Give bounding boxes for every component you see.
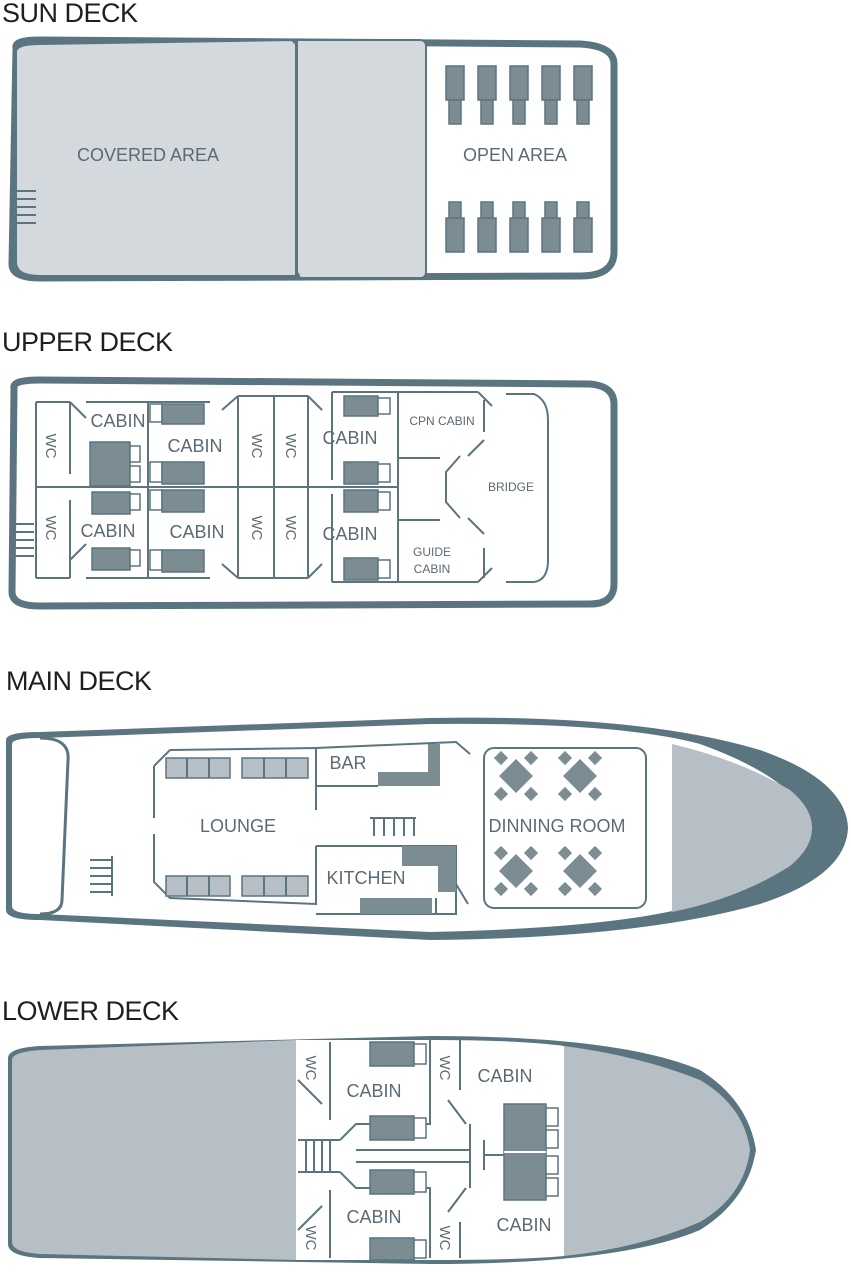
upper-cabin-label-2: CABIN xyxy=(167,436,222,456)
upper-deck: CABIN CABIN CABIN CABIN CABIN CABIN WC W… xyxy=(8,376,618,610)
lounge-label: LOUNGE xyxy=(200,816,276,836)
main-deck-stairs xyxy=(90,856,113,896)
bridge-label: BRIDGE xyxy=(488,480,534,494)
lower-cabin-label-3: CABIN xyxy=(346,1207,401,1227)
upper-wc-label-6: WC xyxy=(282,516,299,541)
main-deck-title: MAIN DECK xyxy=(6,666,152,696)
sun-deck-title: SUN DECK xyxy=(2,0,138,28)
main-center-stairs xyxy=(370,817,416,836)
upper-cabin-label-6: CABIN xyxy=(322,524,377,544)
upper-wc-label-1: WC xyxy=(42,434,59,459)
dining-tables xyxy=(496,756,600,891)
lower-deck: CABIN CABIN CABIN CABIN WC WC WC WC xyxy=(8,1036,756,1264)
upper-wc-label-5: WC xyxy=(248,516,265,541)
upper-cabin-label-5: CABIN xyxy=(169,522,224,542)
upper-cabin-label-4: CABIN xyxy=(80,521,135,541)
lower-cabin-label-4: CABIN xyxy=(496,1215,551,1235)
upper-wc-label-3: WC xyxy=(248,434,265,459)
upper-deck-title: UPPER DECK xyxy=(2,327,173,357)
covered-area-label: COVERED AREA xyxy=(77,145,219,165)
upper-cabin-label-1: CABIN xyxy=(90,411,145,431)
guide-cabin-label: CABIN xyxy=(414,562,451,576)
main-deck: BAR LOUNGE KITCHEN DINNING ROOM xyxy=(6,717,848,940)
sun-deck: COVERED AREA OPEN AREA xyxy=(8,36,618,282)
upper-deck-stairs xyxy=(14,523,34,557)
sun-loungers xyxy=(445,65,593,253)
dinning-room-label: DINNING ROOM xyxy=(489,816,626,836)
open-area-label: OPEN AREA xyxy=(463,145,567,165)
upper-cabin-label-3: CABIN xyxy=(322,428,377,448)
lower-wc-label-4: WC xyxy=(436,1226,453,1251)
lower-wc-label-2: WC xyxy=(436,1056,453,1081)
lower-cabin-label-2: CABIN xyxy=(477,1066,532,1086)
dining-chairs xyxy=(493,750,603,897)
upper-wc-label-4: WC xyxy=(282,434,299,459)
cpn-cabin-label: CPN CABIN xyxy=(409,414,474,428)
lower-deck-title: LOWER DECK xyxy=(2,996,179,1026)
lower-wc-label-1: WC xyxy=(302,1056,319,1081)
upper-wc-label-2: WC xyxy=(42,516,59,541)
lower-deck-stairs xyxy=(298,1139,340,1173)
lower-cabin-label-1: CABIN xyxy=(346,1081,401,1101)
kitchen-label: KITCHEN xyxy=(326,868,405,888)
guide-label: GUIDE xyxy=(413,545,451,559)
sun-deck-stairs xyxy=(14,190,36,224)
lower-wc-label-3: WC xyxy=(302,1226,319,1251)
bar-label: BAR xyxy=(329,753,366,773)
